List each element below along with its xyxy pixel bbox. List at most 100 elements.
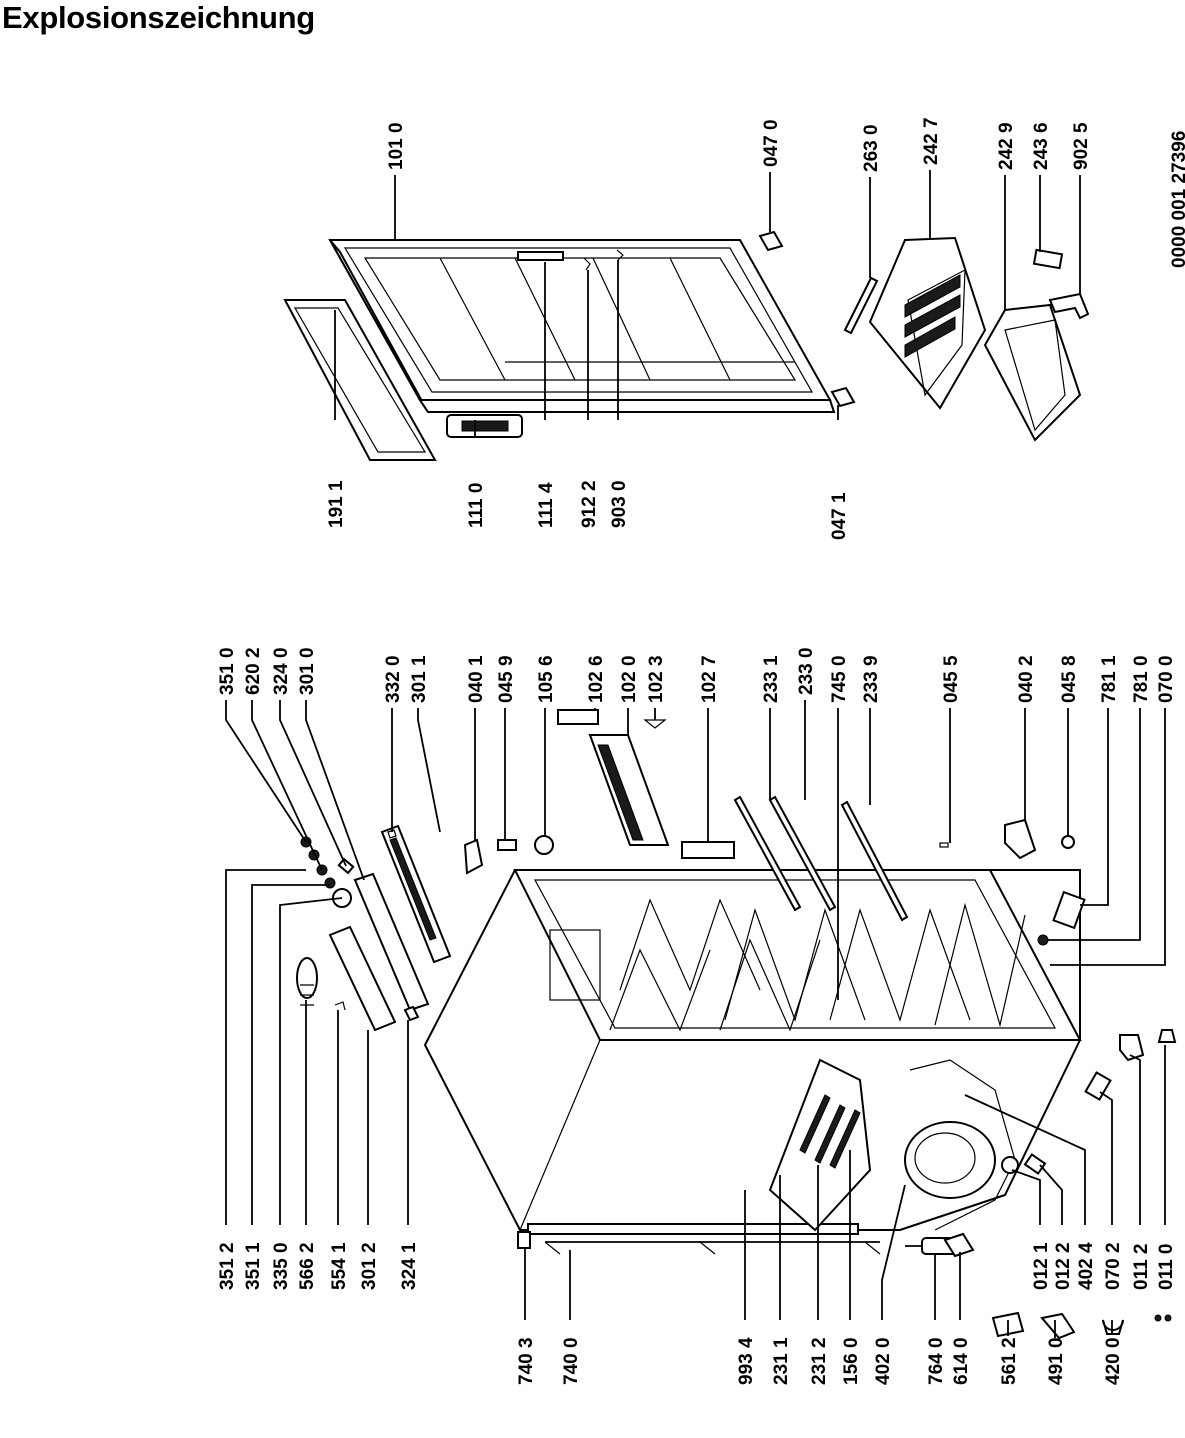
label-993-4: 993 4 bbox=[736, 1337, 757, 1385]
label-745-0: 745 0 bbox=[829, 655, 850, 703]
label-156-0: 156 0 bbox=[841, 1337, 862, 1385]
panel-301-0 bbox=[353, 872, 430, 1012]
label-040-2: 040 2 bbox=[1016, 655, 1037, 703]
label-764-0: 764 0 bbox=[926, 1337, 947, 1385]
label-351-2: 351 2 bbox=[217, 1242, 238, 1290]
label-402-4: 402 4 bbox=[1076, 1242, 1097, 1290]
label-402-0: 402 0 bbox=[873, 1337, 894, 1385]
label-040-1: 040 1 bbox=[466, 655, 487, 703]
part-324-1 bbox=[403, 1005, 420, 1022]
label-903-0: 903 0 bbox=[609, 480, 630, 528]
panel-301-2 bbox=[328, 925, 397, 1032]
hinge-047-0 bbox=[758, 230, 784, 252]
label-561-2: 561 2 bbox=[999, 1337, 1020, 1385]
foot-011-0 bbox=[1157, 1029, 1177, 1043]
rail-233-9 bbox=[840, 800, 909, 922]
condenser-740-0 bbox=[527, 1223, 859, 1235]
bar-263-0 bbox=[843, 276, 879, 335]
rail-233-0 bbox=[768, 795, 837, 912]
hinge-102-7 bbox=[681, 841, 735, 859]
label-012-2: 012 2 bbox=[1053, 1242, 1074, 1290]
label-324-0: 324 0 bbox=[271, 647, 292, 695]
part-420-0 bbox=[1102, 1319, 1124, 1335]
label-111-0: 111 0 bbox=[466, 483, 487, 528]
label-011-0: 011 0 bbox=[1156, 1244, 1177, 1291]
label-420-0: 420 0 bbox=[1103, 1337, 1124, 1385]
label-351-1: 351 1 bbox=[243, 1242, 264, 1290]
label-781-0: 781 0 bbox=[1131, 655, 1152, 703]
label-045-8: 045 8 bbox=[1059, 655, 1080, 703]
label-191-1: 191 1 bbox=[326, 480, 347, 528]
part-number-labels: 101 0 047 0 263 0 242 7 242 9 243 6 902 … bbox=[217, 117, 1185, 1385]
label-324-1: 324 1 bbox=[399, 1242, 420, 1290]
foot-740-3 bbox=[517, 1231, 531, 1249]
label-070-2: 070 2 bbox=[1103, 1242, 1124, 1290]
label-243-6 bbox=[1032, 248, 1064, 270]
label-233-1: 233 1 bbox=[761, 655, 782, 703]
label-102-6: 102 6 bbox=[586, 655, 607, 703]
hinge-040-1 bbox=[463, 838, 484, 875]
rail-233-1 bbox=[733, 795, 802, 912]
drawing-number: 0000 001 27396 bbox=[1169, 131, 1185, 268]
hinge-040-2 bbox=[1004, 818, 1037, 860]
part-045-5 bbox=[939, 842, 949, 848]
label-242-7: 242 7 bbox=[921, 117, 942, 165]
label-111-4: 111 4 bbox=[536, 482, 557, 528]
label-620-2: 620 2 bbox=[243, 647, 264, 695]
label-335-0: 335 0 bbox=[271, 1242, 292, 1290]
label-566-2: 566 2 bbox=[297, 1242, 318, 1290]
control-parts bbox=[296, 709, 735, 1032]
label-554-1: 554 1 bbox=[329, 1242, 350, 1290]
drawer-242-9 bbox=[983, 303, 1082, 442]
label-102-0: 102 0 bbox=[619, 655, 640, 703]
label-233-9: 233 9 bbox=[861, 655, 882, 703]
hinge-102-6 bbox=[557, 709, 599, 725]
leader-lines bbox=[225, 170, 1166, 1338]
label-045-5: 045 5 bbox=[941, 655, 962, 703]
label-491-0: 491 0 bbox=[1046, 1337, 1067, 1385]
clip-902-5 bbox=[1048, 292, 1090, 320]
part-070-2 bbox=[1084, 1071, 1112, 1101]
part-614-0 bbox=[943, 1232, 975, 1258]
label-101-0: 101 0 bbox=[386, 122, 407, 170]
part-554-1 bbox=[334, 1001, 346, 1011]
label-301-2: 301 2 bbox=[359, 1242, 380, 1290]
label-011-2: 011 2 bbox=[1131, 1244, 1152, 1291]
page-title: Explosionszeichnung bbox=[2, 0, 315, 35]
label-263-0: 263 0 bbox=[861, 124, 882, 172]
label-740-0: 740 0 bbox=[561, 1337, 582, 1385]
door-101-0 bbox=[328, 239, 832, 401]
part-102-3 bbox=[643, 719, 667, 729]
cover-781-1 bbox=[1052, 890, 1086, 930]
grommet-012-1 bbox=[1001, 1156, 1019, 1174]
relay-402-4 bbox=[1023, 1153, 1047, 1175]
part-781-0 bbox=[1037, 934, 1049, 946]
label-242-9: 242 9 bbox=[996, 122, 1017, 170]
strip-111-4 bbox=[517, 251, 564, 261]
label-070-0: 070 0 bbox=[1156, 655, 1177, 703]
label-912-2: 912 2 bbox=[579, 480, 600, 528]
hinge-047-1 bbox=[830, 386, 856, 408]
part-045-9 bbox=[497, 839, 517, 851]
label-614-0: 614 0 bbox=[951, 1337, 972, 1385]
label-351-0: 351 0 bbox=[217, 647, 238, 695]
part-491-0 bbox=[1040, 1312, 1076, 1340]
label-102-7: 102 7 bbox=[699, 655, 720, 703]
label-012-1: 012 1 bbox=[1031, 1242, 1052, 1290]
cabinet-assembly bbox=[423, 795, 1177, 1255]
door-assembly bbox=[283, 230, 1090, 461]
label-231-1: 231 1 bbox=[771, 1337, 792, 1385]
part-045-8 bbox=[1061, 835, 1075, 849]
label-902-5: 902 5 bbox=[1071, 122, 1092, 170]
label-102-3: 102 3 bbox=[646, 655, 667, 703]
spring-566-2 bbox=[296, 957, 319, 999]
evaporator-shelves bbox=[609, 898, 1026, 1032]
label-301-0: 301 0 bbox=[297, 647, 318, 695]
gasket-191-1 bbox=[283, 299, 437, 461]
label-301-1: 301 1 bbox=[409, 655, 430, 703]
label-233-0: 233 0 bbox=[796, 647, 817, 695]
condenser-unit-156-0 bbox=[768, 1058, 872, 1232]
label-045-9: 045 9 bbox=[496, 655, 517, 703]
label-740-3: 740 3 bbox=[516, 1337, 537, 1385]
